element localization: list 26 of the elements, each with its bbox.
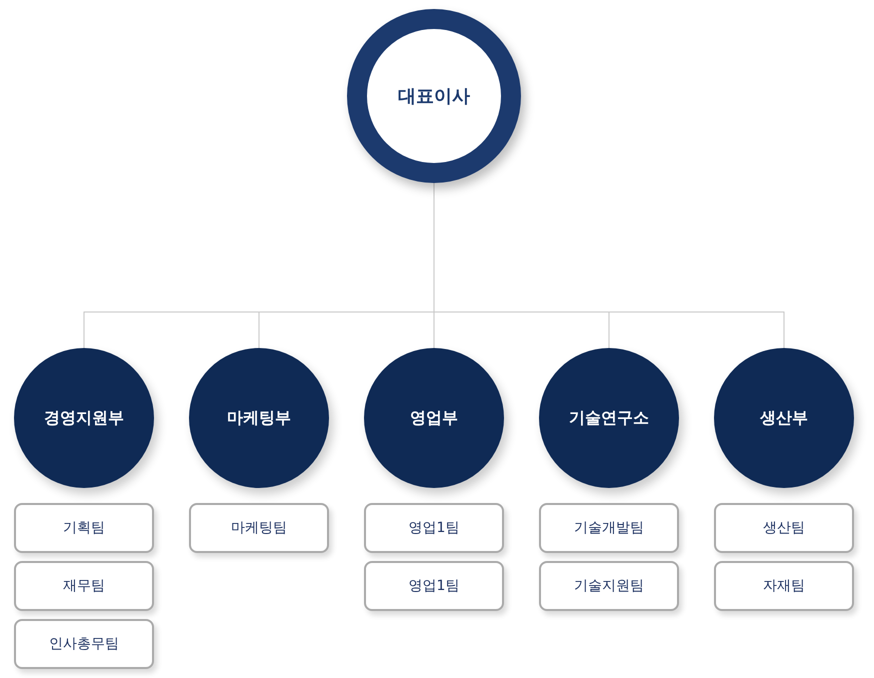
node-label: 기술개발팀 bbox=[574, 519, 644, 537]
team-box bbox=[189, 503, 329, 553]
team-box bbox=[539, 561, 679, 611]
team-box bbox=[714, 561, 854, 611]
node-label: 기술연구소 bbox=[569, 408, 649, 428]
node-label: 마케팅팀 bbox=[231, 519, 287, 537]
node-label: 인사총무팀 bbox=[49, 635, 119, 653]
team-box bbox=[714, 503, 854, 553]
team-box bbox=[364, 503, 504, 553]
team-box bbox=[14, 503, 154, 553]
node-label: 기술지원팀 bbox=[574, 577, 644, 595]
node-label: 기획팀 bbox=[63, 519, 105, 537]
node-label: 생산팀 bbox=[763, 519, 805, 537]
node-label: 대표이사 bbox=[398, 85, 470, 108]
team-box bbox=[539, 503, 679, 553]
team-box bbox=[364, 561, 504, 611]
node-label: 영업1팀 bbox=[408, 577, 460, 595]
node-label: 재무팀 bbox=[63, 577, 105, 595]
team-box bbox=[14, 619, 154, 669]
node-label: 경영지원부 bbox=[44, 408, 124, 428]
node-label: 생산부 bbox=[760, 408, 808, 428]
node-label: 영업1팀 bbox=[408, 519, 460, 537]
node-label: 마케팅부 bbox=[227, 408, 291, 428]
team-box bbox=[14, 561, 154, 611]
node-label: 자재팀 bbox=[763, 577, 805, 595]
node-label: 영업부 bbox=[410, 408, 458, 428]
